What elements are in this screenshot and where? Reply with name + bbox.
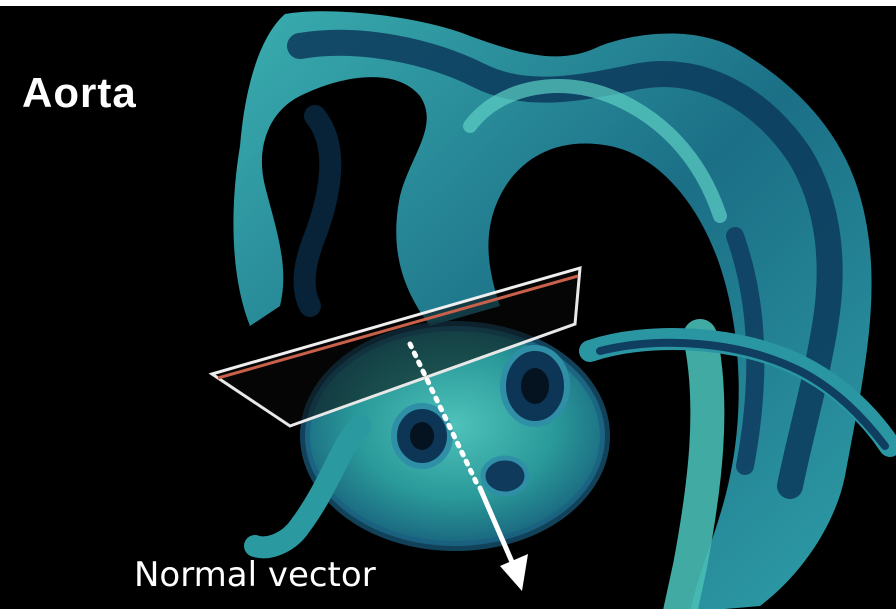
figure-title: Aorta	[22, 72, 137, 114]
sinus-right-core	[521, 368, 549, 404]
arch-inner-band-2	[305, 116, 331, 306]
normal-vector-arrowhead	[500, 554, 528, 591]
sinus-lower	[483, 458, 527, 494]
descending-aorta	[680, 336, 707, 612]
dark-inset-panel	[38, 166, 188, 471]
sinus-left-core	[410, 422, 434, 450]
normal-vector-caption: Normal vector	[134, 558, 376, 592]
